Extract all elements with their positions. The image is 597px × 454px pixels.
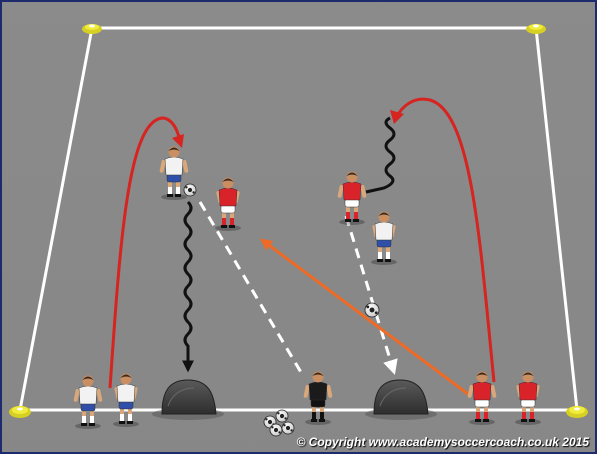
football-icon <box>270 424 282 436</box>
football-icon <box>276 410 288 422</box>
cone-icon <box>82 24 102 34</box>
cone-icon <box>566 406 588 418</box>
cone-icon <box>9 406 31 418</box>
cone-icon <box>526 24 546 34</box>
football-icon <box>365 303 379 317</box>
copyright-notice: © Copyright www.academysoccercoach.co.uk… <box>296 435 589 449</box>
football-icon <box>184 184 196 196</box>
football-icon <box>282 422 294 434</box>
